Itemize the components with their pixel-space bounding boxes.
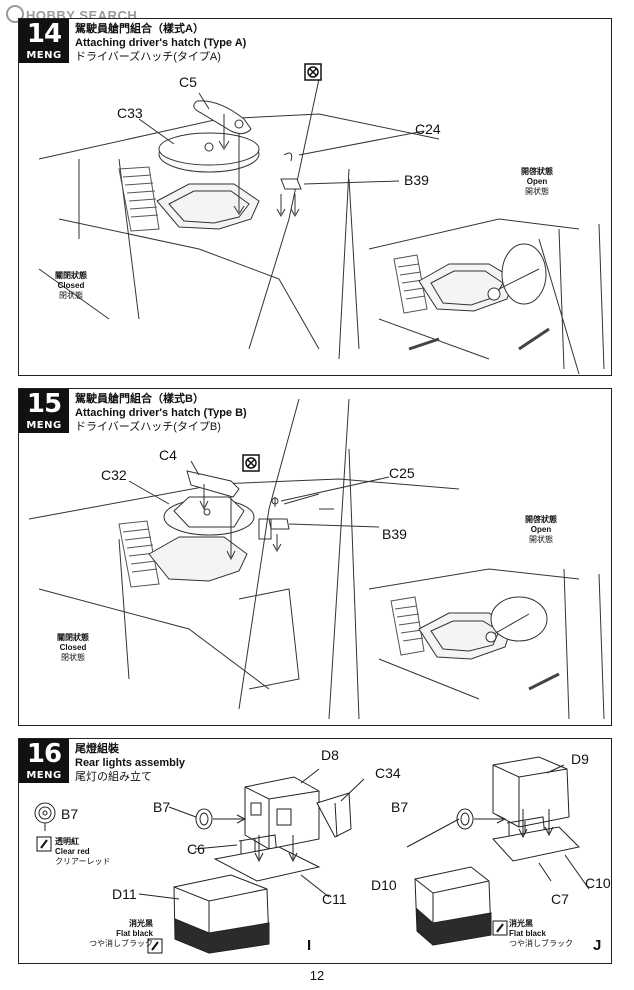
paint-brush-icon [147,938,163,954]
title-zh: 駕駛員艙門組合（樣式B） [75,393,204,405]
state-en: Closed [59,643,87,652]
part-label: C32 [101,467,127,483]
brand-label: MENG [19,419,69,433]
open-state-label: 開啓狀態 Open 開状態 [521,167,553,197]
title-ja: ドライバーズハッチ(タイプA) [75,51,221,63]
state-ja: 閉状態 [61,653,85,662]
title-en: Attaching driver's hatch (Type B) [75,407,247,419]
part-label: C33 [117,105,143,121]
step-15-title: 駕駛員艙門組合（樣式B） Attaching driver's hatch (T… [75,392,247,434]
part-label: D10 [371,877,397,893]
watermark-logo-icon [6,5,24,23]
part-label: C6 [187,841,205,857]
page-number: 12 [309,968,325,983]
closed-state-label: 關閉狀態 Closed 閉状態 [55,271,87,301]
paint-black-label: 消光黑 Flat black つや消しブラック [509,919,573,949]
part-label: D8 [321,747,339,763]
no-glue-icon [242,454,260,472]
title-zh: 尾燈組裝 [75,743,119,755]
part-label: B7 [153,799,171,815]
part-label: B39 [382,526,407,542]
step-16-illustration [34,756,590,954]
state-ja: 開状態 [529,535,553,544]
part-label: C4 [159,447,177,463]
part-label: B7 [391,799,409,815]
step-number: 15 [19,389,69,419]
brand-label: MENG [19,49,69,63]
part-label: C25 [389,465,415,481]
state-en: Open [526,177,548,186]
title-ja: ドライバーズハッチ(タイプB) [75,421,221,433]
step-14-panel: 14 MENG 駕駛員艙門組合（樣式A） Attaching driver's … [18,18,612,376]
step-16-badge: 16 MENG [19,739,69,787]
paint-brush-icon [36,836,52,852]
paint-black-label: 消光黑 Flat black つや消しブラック [89,919,153,949]
step-15-illustration [28,398,605,720]
part-label: C5 [179,74,197,90]
paint-en: Flat black [509,929,546,938]
part-label: C11 [322,891,347,907]
part-label: D9 [571,751,589,767]
closed-state-label: 關閉狀態 Closed 閉状態 [57,633,89,663]
side-part-label: B7 [61,806,79,822]
part-label: C10 [585,875,611,891]
variant-label: I [307,937,312,954]
step-14-title: 駕駛員艙門組合（樣式A） Attaching driver's hatch (T… [75,22,246,64]
brand-label: MENG [19,769,69,783]
step-number: 14 [19,19,69,49]
part-label: B39 [404,172,429,188]
step-14-badge: 14 MENG [19,19,69,67]
variant-label: J [593,937,602,954]
state-en: Open [530,525,552,534]
open-state-label: 開啓狀態 Open 開状態 [525,515,557,545]
part-label: C34 [375,765,401,781]
paint-brush-icon [492,920,508,936]
part-label: C7 [551,891,569,907]
state-ja: 閉状態 [59,291,83,300]
paint-ja: つや消しブラック [509,939,573,948]
title-zh: 駕駛員艙門組合（樣式A） [75,23,204,35]
part-label: C24 [415,121,441,137]
state-zh: 開啓狀態 [525,515,557,524]
step-14-illustration [38,63,605,375]
no-glue-icon [304,63,322,81]
step-15-badge: 15 MENG [19,389,69,437]
part-label: D11 [112,886,137,902]
step-15-panel: 15 MENG 駕駛員艙門組合（樣式B） Attaching driver's … [18,388,612,726]
paint-zh: 消光黑 [509,919,533,928]
step-16-title: 尾燈組裝 Rear lights assembly 尾灯の組み立て [75,742,185,784]
paint-en: Flat black [116,929,153,938]
step-16-panel: 16 MENG 尾燈組裝 Rear lights assembly 尾灯の組み立… [18,738,612,964]
paint-red-label: 透明紅 Clear red クリアーレッド [55,837,111,867]
state-zh: 開啓狀態 [521,167,553,176]
state-zh: 關閉狀態 [57,633,89,642]
state-ja: 開状態 [525,187,549,196]
state-en: Closed [57,281,85,290]
paint-ja: つや消しブラック [89,939,153,948]
paint-zh: 消光黑 [129,919,153,928]
title-en: Rear lights assembly [75,757,186,769]
paint-ja: クリアーレッド [55,857,111,866]
title-en: Attaching driver's hatch (Type A) [75,37,247,49]
title-ja: 尾灯の組み立て [75,771,152,783]
state-zh: 關閉狀態 [55,271,87,280]
paint-en: Clear red [55,847,90,856]
step-number: 16 [19,739,69,769]
paint-zh: 透明紅 [55,837,79,846]
